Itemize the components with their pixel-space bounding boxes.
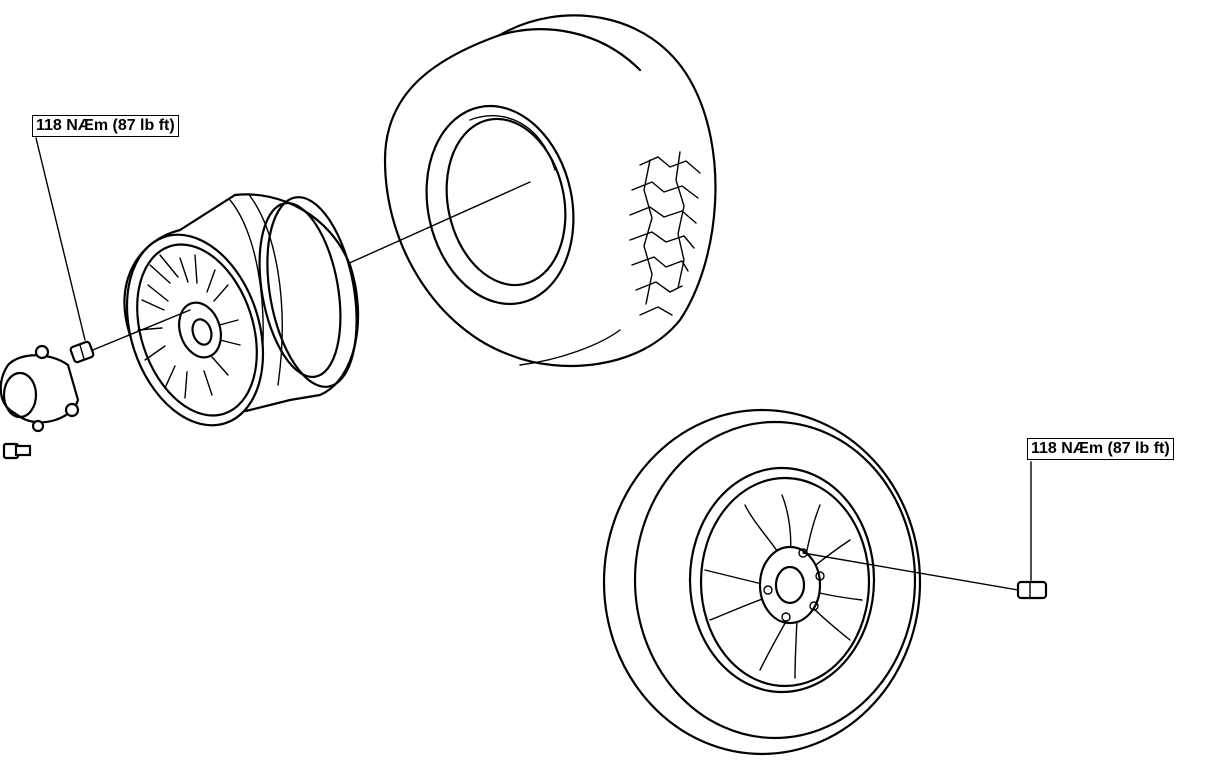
tire-axis-line [344,181,531,266]
tire-tread [629,151,701,316]
callout-leader-left [35,137,86,341]
center-cap [0,344,80,433]
cap-bolt [2,442,32,460]
rim-exploded [123,193,360,427]
torque-callout-right: 118 NÆm (87 lb ft) [1027,438,1174,460]
tire-exploded [383,14,717,368]
lug-nut-axis-left [87,309,191,353]
lug-nut-right [1016,580,1048,600]
lug-nut-left [69,340,95,364]
lug-nut-axis-right [802,552,1019,591]
torque-callout-left: 118 NÆm (87 lb ft) [32,115,179,137]
wheel-assembled [602,408,922,756]
rim-spokes [137,254,241,399]
